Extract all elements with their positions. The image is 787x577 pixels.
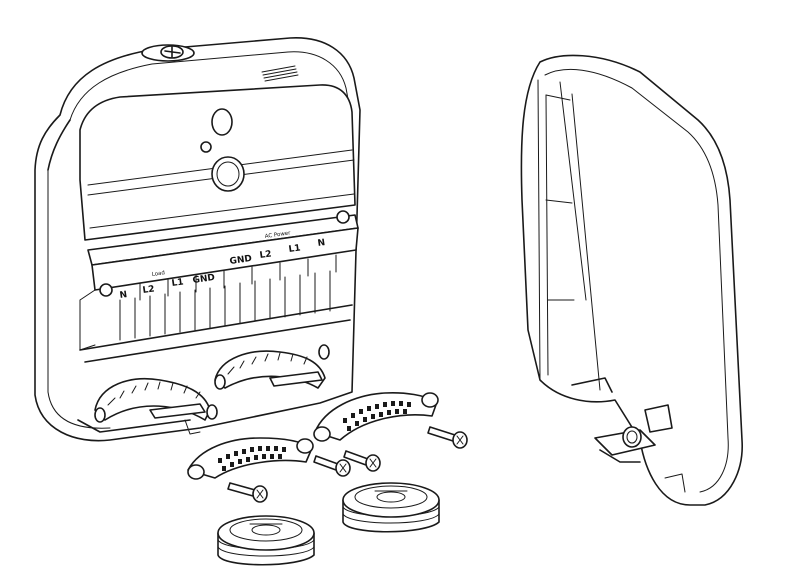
base-bottom-lip: [77, 419, 201, 435]
screw-3: [343, 450, 381, 472]
conduit-clamp-left: [94, 378, 218, 423]
load-terminal-l1: L1: [171, 277, 184, 289]
load-terminal-group: Load N L2 L1 GND: [119, 270, 216, 301]
front-cover-plate: [79, 84, 356, 241]
ac-power-terminal-group: AC Power GND L2 L1 N: [229, 230, 326, 267]
terminal-strip: [87, 210, 359, 301]
load-terminal-n: N: [119, 290, 128, 301]
load-terminal-gnd: GND: [192, 273, 216, 286]
load-heading: Load: [151, 270, 165, 278]
top-mounting-screw: [141, 44, 195, 62]
enclosure-cover: [520, 54, 743, 506]
ac-power-heading: AC Power: [264, 230, 291, 240]
grommet-left: [217, 515, 315, 566]
ac-power-terminal-l2: L2: [259, 249, 272, 261]
ac-power-terminal-l1: L1: [288, 243, 301, 255]
ac-power-terminal-n: N: [317, 238, 326, 249]
vent-grille-right: [261, 65, 299, 82]
wiring-channels: [79, 270, 353, 363]
clamp-strap-left: [187, 437, 314, 480]
screw-4: [427, 426, 468, 449]
screw-1: [227, 482, 268, 503]
clamp-strap-right: [313, 392, 439, 442]
screw-2: [313, 455, 351, 477]
conduit-clamp-right: [214, 344, 330, 390]
grommet-right: [342, 482, 440, 533]
load-terminal-l2: L2: [142, 284, 155, 296]
ac-power-terminal-gnd: GND: [229, 254, 253, 267]
